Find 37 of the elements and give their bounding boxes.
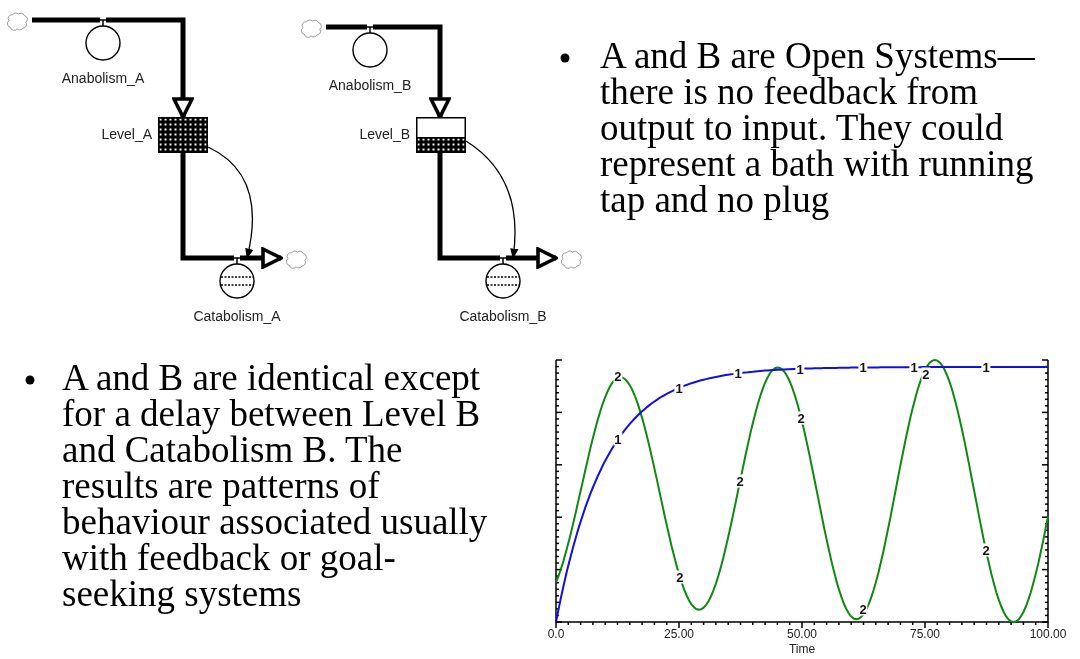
curve-marker: 2 bbox=[735, 475, 745, 488]
stock-label: Level_A bbox=[100, 126, 152, 142]
flow-label: Catabolism_A bbox=[192, 308, 282, 324]
connector-arrow bbox=[207, 146, 254, 259]
flow-pipe bbox=[32, 17, 100, 23]
stock-label: Level_B bbox=[358, 126, 410, 142]
curve-marker: 2 bbox=[675, 570, 685, 584]
flow-label: Anabolism_B bbox=[327, 77, 413, 93]
tick-label: 0.0 bbox=[546, 627, 566, 641]
flow-label: Anabolism_A bbox=[60, 70, 146, 86]
bullet-point: A and B are identical except for a delay between Level B and Catabolism B. The results are patterns of behaviour associated usually with feedback or goal-seeking systems bbox=[62, 360, 489, 612]
curve-marker: 2 bbox=[613, 369, 623, 383]
flow-pipe bbox=[106, 17, 194, 119]
flow-pipe bbox=[240, 247, 283, 269]
flow-pipe bbox=[326, 24, 367, 30]
curve-marker: 1 bbox=[858, 361, 868, 374]
flow-pipe bbox=[373, 24, 451, 119]
curve-marker: 1 bbox=[613, 432, 623, 446]
flow-pipe bbox=[180, 153, 234, 261]
curve-marker: 2 bbox=[858, 602, 868, 616]
bullet-point: A and B are Open Systems—there is no feedback from output to input. They could represent a bath with running tap and no plug bbox=[600, 38, 1036, 218]
curve-marker: 1 bbox=[733, 366, 743, 380]
tick-label: 75.00 bbox=[909, 627, 941, 641]
tick-label: 100.00 bbox=[1028, 627, 1068, 641]
flow-pipe bbox=[437, 153, 500, 261]
curve-marker: 2 bbox=[981, 543, 991, 557]
curve-marker: 1 bbox=[795, 362, 805, 376]
flow-label: Catabolism_B bbox=[458, 308, 548, 324]
tick-label: 50.00 bbox=[786, 627, 818, 641]
curve-marker: 2 bbox=[921, 367, 931, 381]
curve-marker: 1 bbox=[909, 360, 919, 374]
curve-marker: 2 bbox=[796, 411, 806, 425]
tick-label: 25.00 bbox=[663, 627, 695, 641]
flow-pipe bbox=[506, 247, 558, 269]
curve-marker: 1 bbox=[674, 381, 684, 395]
axis-title: Time bbox=[787, 642, 817, 656]
curve-marker: 1 bbox=[981, 360, 991, 374]
